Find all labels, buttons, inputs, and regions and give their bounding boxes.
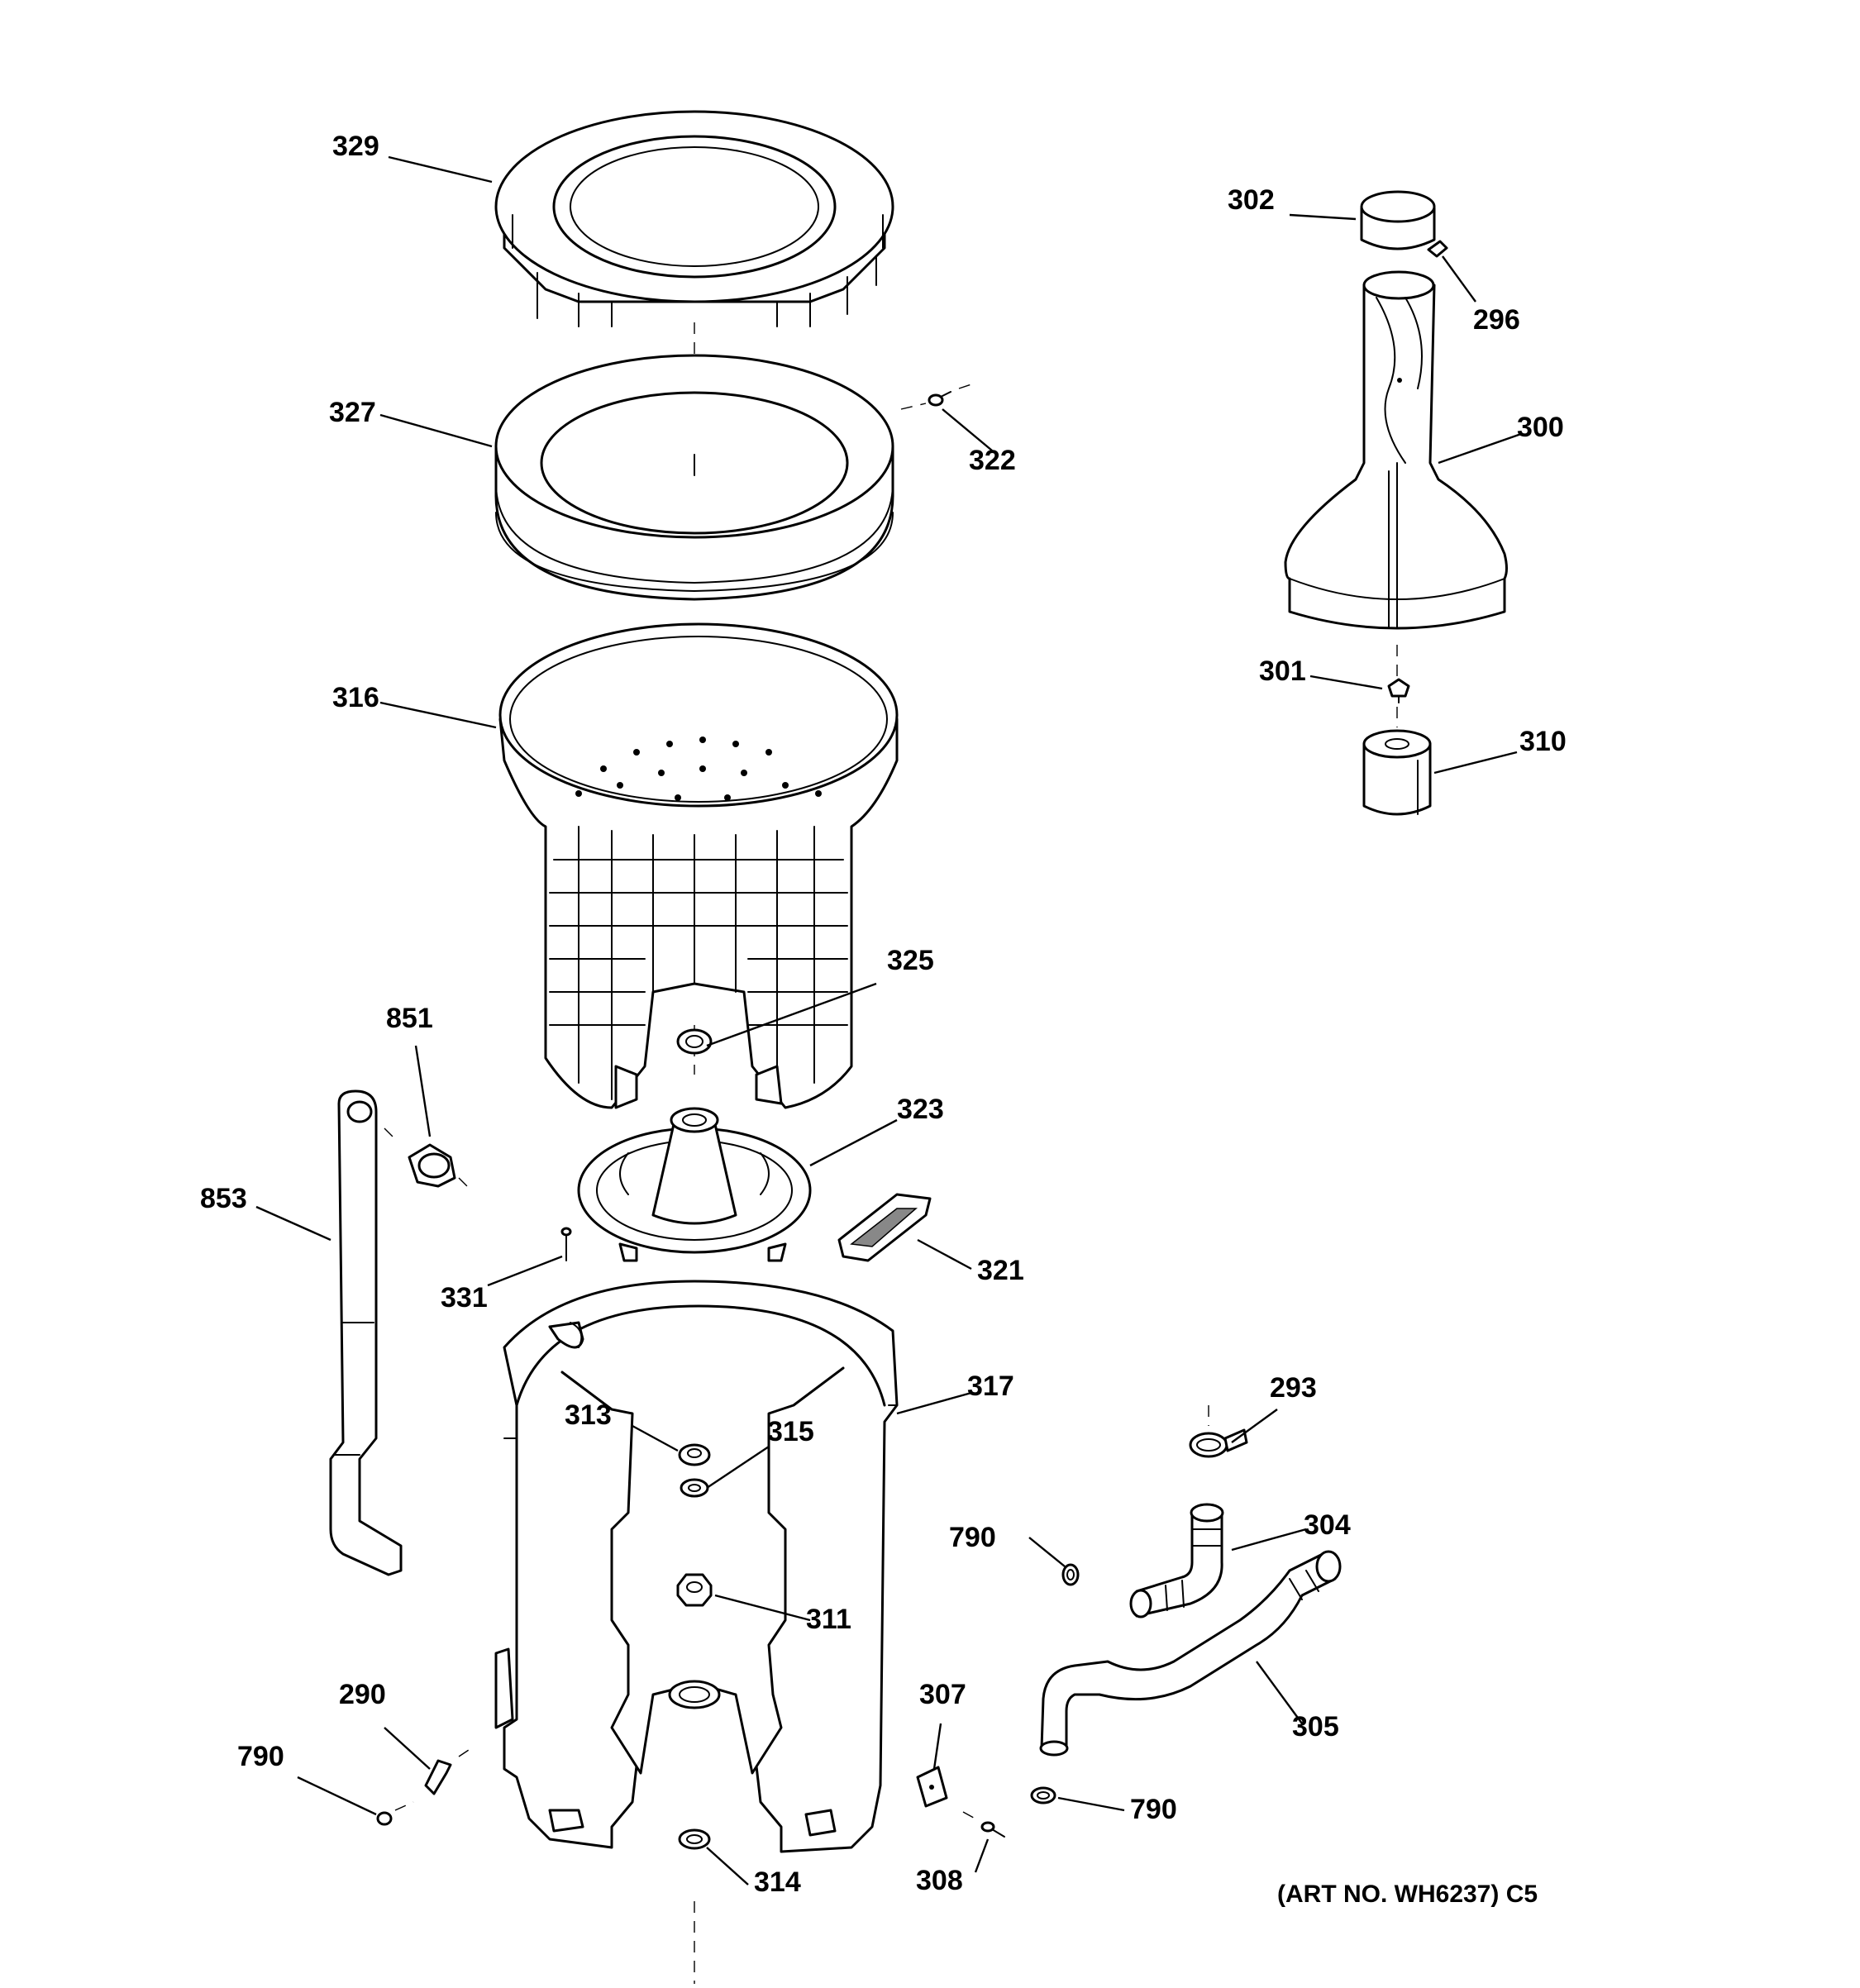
- callout-315: 315: [767, 1416, 814, 1447]
- washer-315: [680, 1478, 709, 1498]
- screw-331: [560, 1227, 572, 1261]
- balance-ring-327: [494, 354, 894, 601]
- callout-790-mid: 790: [949, 1522, 996, 1553]
- tub-cover-329: [494, 110, 894, 327]
- leader-lines: [255, 155, 1522, 1886]
- callout-316: 316: [332, 682, 379, 713]
- callout-329: 329: [332, 131, 379, 162]
- callout-300: 300: [1517, 412, 1564, 443]
- nut-313: [678, 1443, 711, 1466]
- callout-308: 308: [916, 1865, 963, 1896]
- screw-322: [900, 384, 972, 410]
- callout-293: 293: [1270, 1372, 1317, 1404]
- drain-hose-305: [1039, 1550, 1342, 1757]
- clip-296: [1427, 240, 1448, 258]
- mounting-hub-323: [577, 1107, 812, 1262]
- callout-327: 327: [329, 397, 376, 428]
- clamp-790-left: [376, 1801, 414, 1826]
- callout-322: 322: [969, 445, 1016, 476]
- callout-790-left: 790: [237, 1741, 284, 1772]
- callout-301: 301: [1259, 656, 1306, 687]
- bolt-301: [1387, 678, 1410, 703]
- callout-325: 325: [887, 945, 934, 976]
- clamp-790-lower: [1030, 1786, 1056, 1804]
- callout-321: 321: [977, 1255, 1024, 1286]
- callout-311: 311: [806, 1604, 851, 1635]
- callout-302: 302: [1228, 184, 1275, 216]
- callout-304: 304: [1304, 1509, 1351, 1541]
- cap-851: [384, 1127, 472, 1191]
- callout-310: 310: [1519, 726, 1567, 757]
- callout-853: 853: [200, 1183, 247, 1214]
- screw-308: [962, 1811, 1005, 1838]
- callout-851: 851: [386, 1003, 433, 1034]
- callout-317: 317: [967, 1371, 1014, 1402]
- callout-307: 307: [919, 1679, 966, 1710]
- bracket-307: [916, 1766, 948, 1808]
- agitator-300: [1284, 270, 1508, 630]
- callout-323: 323: [897, 1094, 944, 1125]
- callout-296: 296: [1473, 304, 1520, 336]
- washer-314: [678, 1828, 711, 1850]
- coupling-310: [1362, 729, 1432, 816]
- outer-tub-317: [494, 1280, 899, 1853]
- callout-305: 305: [1292, 1711, 1339, 1742]
- art-number: (ART NO. WH6237) C5: [1277, 1881, 1538, 1908]
- wash-basket-316: [498, 622, 899, 1109]
- pin-290: [424, 1747, 472, 1795]
- callout-331: 331: [441, 1282, 488, 1313]
- drain-hose-304: [1129, 1503, 1224, 1619]
- callout-790-right: 790: [1130, 1794, 1177, 1825]
- callout-313: 313: [565, 1399, 612, 1431]
- hose-clamp-293: [1189, 1405, 1248, 1458]
- agitator-cap-302: [1360, 190, 1436, 250]
- clamp-790-mid: [1061, 1563, 1080, 1586]
- filter-screen-321: [837, 1193, 932, 1262]
- callout-314: 314: [754, 1866, 801, 1898]
- nut-311: [676, 1573, 713, 1607]
- suspension-tube-853: [329, 1089, 403, 1576]
- callout-290: 290: [339, 1679, 386, 1710]
